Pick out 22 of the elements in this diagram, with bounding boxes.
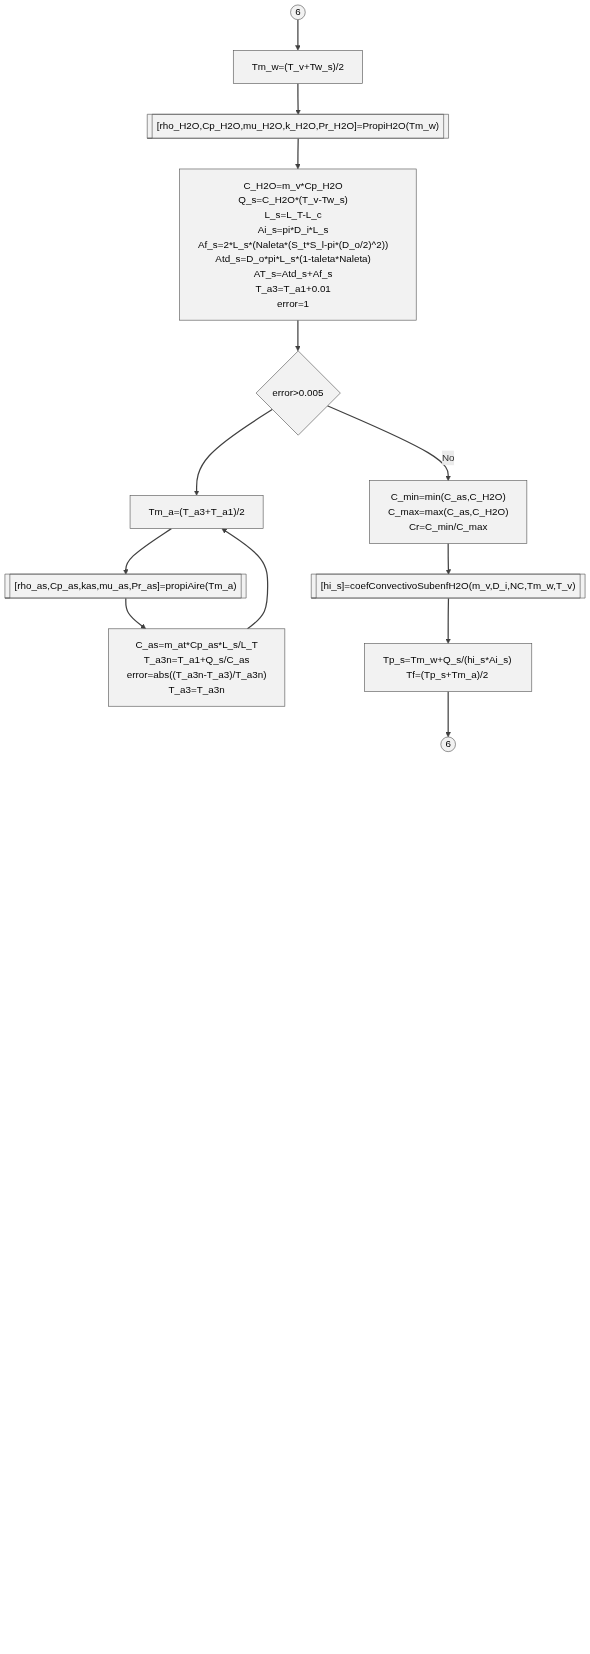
- arrow: [295, 319, 301, 352]
- arrow: [445, 597, 451, 644]
- arrow: [125, 597, 146, 630]
- node-box: Tm_w=(T_v+Tw_s)/2: [232, 50, 363, 84]
- arrow: [193, 408, 273, 496]
- arrow: [295, 137, 301, 170]
- edge-label: No: [441, 452, 455, 463]
- node-box: C_min=min(C_as,C_H2O) C_max=max(C_as,C_H2O) Cr=C_min/C_max: [369, 480, 528, 544]
- arrow: [295, 82, 301, 115]
- node-box: Tm_a=(T_a3+T_a1)/2: [129, 495, 264, 529]
- node-box: C_H2O=m_v*Cp_H2O Q_s=C_H2O*(T_v-Tw_s) L_s=L_T-L_c Ai_s=pi*D_i*L_s Af_s=2*L_s*(Naleta*(S_t*S_l-pi*(D_o/2)^2)) Atd_s=D_o*pi*L_s*(1-taleta*Naleta) AT_s=Atd_s+Af_s T_a3=T_a1+0.01 error=1: [179, 168, 417, 321]
- arrow: [295, 19, 301, 51]
- node-circle: 6: [440, 736, 456, 752]
- node-box: Tp_s=Tm_w+Q_s/(hi_s*Ai_s) Tf=(Tp_s+Tm_a)/2: [364, 643, 533, 692]
- node-diamond: error>0.005: [255, 350, 341, 436]
- node-circle: 6: [290, 4, 306, 20]
- arrow: [445, 542, 452, 575]
- arrow: [221, 528, 269, 630]
- arrow: [326, 405, 451, 481]
- arrow: [123, 528, 172, 575]
- arrow: [445, 690, 451, 738]
- node-box: C_as=m_at*Cp_as*L_s/L_T T_a3n=T_a1+Q_s/C_as error=abs((T_a3n-T_a3)/T_a3n) T_a3=T_a3n: [108, 628, 286, 707]
